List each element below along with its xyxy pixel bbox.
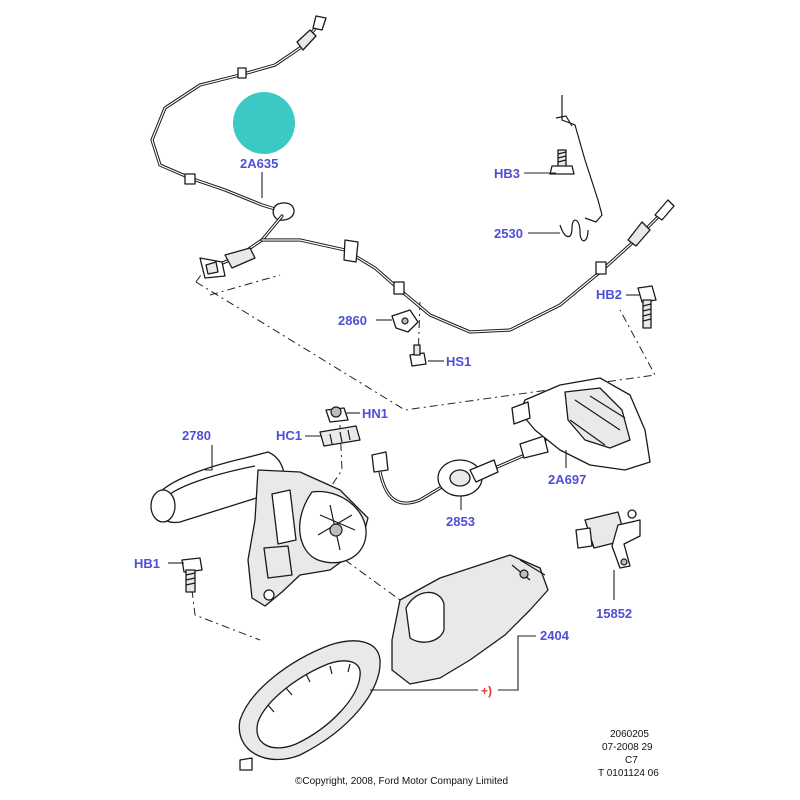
meta-line-3: C7 (625, 755, 638, 766)
meta-line-2: 07-2008 29 (602, 742, 653, 753)
leader-lines (168, 172, 640, 691)
label-2530: 2530 (494, 226, 523, 241)
clip-hc1 (319, 425, 361, 447)
label-2a697: 2A697 (548, 472, 586, 487)
bracket-2860 (391, 309, 419, 333)
front-cable-2a635 (150, 15, 327, 279)
label-2780: 2780 (182, 428, 211, 443)
label-hc1: HC1 (276, 428, 302, 443)
label-plus-note: +) (481, 684, 492, 698)
screw-hs1 (409, 344, 427, 367)
console-cover-2404 (391, 554, 549, 685)
meta-line-4: T 0101124 06 (598, 768, 659, 779)
trim-ring (238, 640, 381, 771)
equalizer-cable-2853 (371, 435, 549, 505)
label-hn1: HN1 (362, 406, 388, 421)
rear-cable (260, 199, 675, 334)
label-hs1: HS1 (446, 354, 471, 369)
return-spring-2530 (555, 95, 603, 242)
meta-line-1: 2060205 (610, 729, 649, 740)
label-hb1: HB1 (134, 556, 160, 571)
label-2a635: 2A635 (240, 156, 278, 171)
label-hb2: HB2 (596, 287, 622, 302)
bolt-hb1 (181, 557, 203, 593)
drawing-meta: 2060205 07-2008 29 C7 T 0101124 06 ©Copy… (295, 729, 659, 787)
label-15852: 15852 (596, 606, 632, 621)
part-labels: 2A635 HB3 2530 HB2 2860 HS1 HN1 HC1 2780… (134, 156, 632, 698)
shield-bracket-2a697 (511, 377, 651, 471)
label-hb3: HB3 (494, 166, 520, 181)
copyright-text: ©Copyright, 2008, Ford Motor Company Lim… (295, 776, 508, 787)
bolt-hb2 (637, 285, 657, 329)
label-2853: 2853 (446, 514, 475, 529)
bolt-hb3 (549, 149, 575, 175)
nut-hn1 (325, 406, 349, 423)
label-2860: 2860 (338, 313, 367, 328)
label-2404: 2404 (540, 628, 570, 643)
switch-15852 (575, 509, 641, 569)
highlight-marker (233, 92, 295, 154)
parking-brake-lever-2780 (150, 451, 369, 607)
